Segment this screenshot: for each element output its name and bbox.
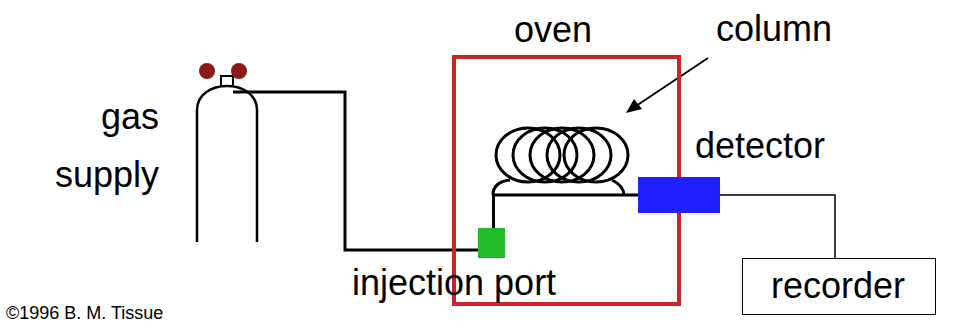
node-label: injection port xyxy=(352,258,556,306)
pipe-line xyxy=(494,195,639,228)
column-coil xyxy=(493,128,628,195)
node-label: oven xyxy=(514,7,592,59)
pipe-line xyxy=(720,195,835,258)
cylinder-outline xyxy=(195,62,259,242)
node-label: gas supply xyxy=(9,88,195,204)
recorder-box: recorder xyxy=(742,258,936,315)
column-label: column xyxy=(716,6,832,51)
detector-box: detector xyxy=(638,177,720,213)
node-label: recorder xyxy=(771,263,907,309)
node-label: detector xyxy=(695,123,825,177)
column-leader xyxy=(626,58,708,113)
injection-port: injection port xyxy=(478,228,505,258)
gas-cylinder: gas supply xyxy=(195,62,259,242)
copyright-note: ©1996 B. M. Tissue xyxy=(6,302,163,325)
pipe-line xyxy=(233,92,478,250)
